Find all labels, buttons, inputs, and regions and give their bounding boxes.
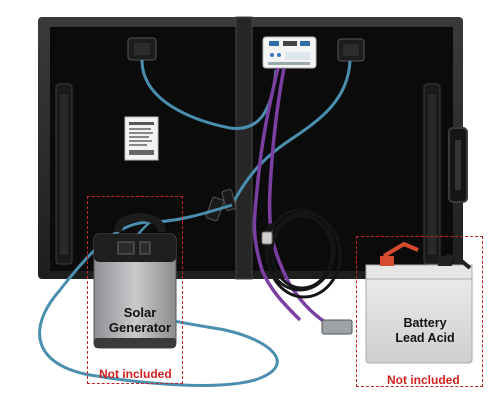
anderson-connector [321, 319, 353, 335]
coiled-black-cable [264, 208, 342, 299]
battery-label-line2: Lead Acid [395, 331, 455, 345]
solar-generator [93, 213, 177, 349]
panel-hinge [235, 16, 253, 280]
case-handle [448, 127, 468, 203]
battery-label: Battery Lead Acid [380, 316, 470, 346]
generator-dashed-box [87, 196, 183, 384]
generator-label-line2: Generator [108, 320, 172, 335]
ring-connector [261, 231, 273, 245]
spec-label-sticker [124, 116, 159, 161]
generator-label-line1: Solar [123, 305, 157, 320]
cable-purple-1 [252, 67, 302, 322]
generator-label: Solar Generator [100, 305, 180, 335]
junction-box-left [127, 37, 157, 61]
cable-blue-right [230, 60, 352, 206]
cable-purple-2 [267, 67, 326, 324]
battery-dashed-box [356, 236, 483, 387]
generator-not-included: Not included [99, 367, 172, 381]
charge-controller [262, 36, 317, 69]
cable-blue-generator [38, 203, 279, 387]
junction-box-right [337, 38, 365, 62]
battery-not-included: Not included [387, 373, 460, 387]
battery-label-line1: Battery [403, 316, 447, 330]
lead-acid-battery [365, 241, 473, 364]
